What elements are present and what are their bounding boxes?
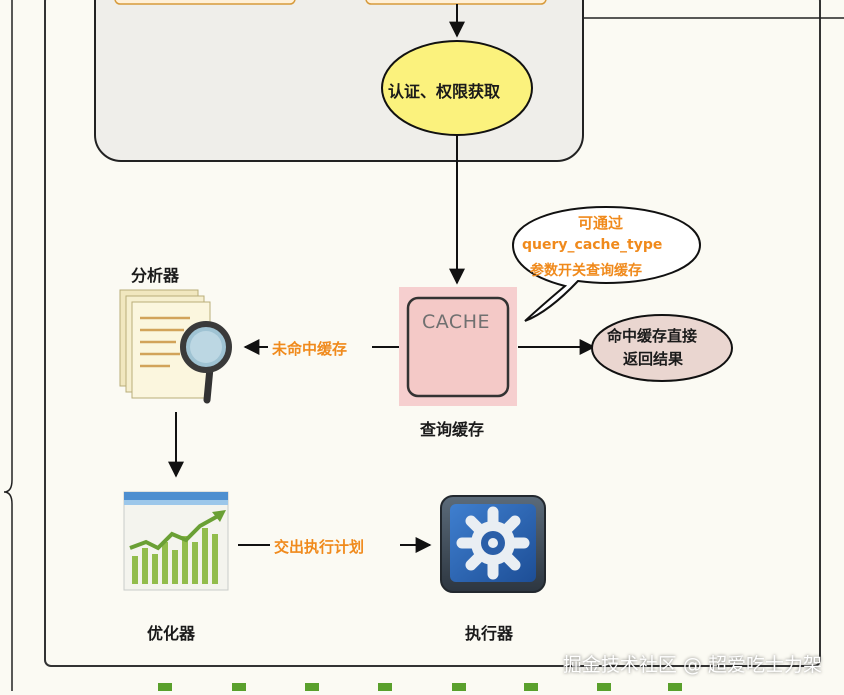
executor-gear-icon [440,495,546,593]
watermark: 掘金技术社区 @ 超爱吃士力架 [562,654,822,676]
executor-label: 执行器 [465,624,514,643]
callout-line-1: 可通过 [578,214,624,232]
hit-label-line-1: 命中缓存直接 [607,327,698,345]
hit-label-line-2: 返回结果 [623,350,684,368]
optimizer-label: 优化器 [147,624,196,643]
plan-edge-label: 交出执行计划 [274,538,365,556]
connector-box-right [365,0,547,5]
callout-line-3: 参数开关查询缓存 [530,263,642,279]
optimizer-chart-icon [123,491,229,591]
callout-bubble [511,205,702,322]
cache-caption: 查询缓存 [420,420,485,439]
callout-line-2: query_cache_type [522,237,663,253]
miss-label-bg [268,335,372,359]
miss-edge-label: 未命中缓存 [272,340,348,358]
connector-box-left [114,0,296,5]
auth-label: 认证、权限获取 [388,82,501,101]
bottom-green-marks [158,683,682,691]
server-layer-frame [44,0,821,667]
analyzer-label: 分析器 [131,266,180,285]
left-bracket-notch [3,479,13,691]
plan-label-bg [270,533,400,557]
hit-ellipse [591,314,733,382]
magnifier-icon [180,321,232,404]
cache-box [406,296,510,398]
cache-box-label: CACHE [422,311,490,333]
